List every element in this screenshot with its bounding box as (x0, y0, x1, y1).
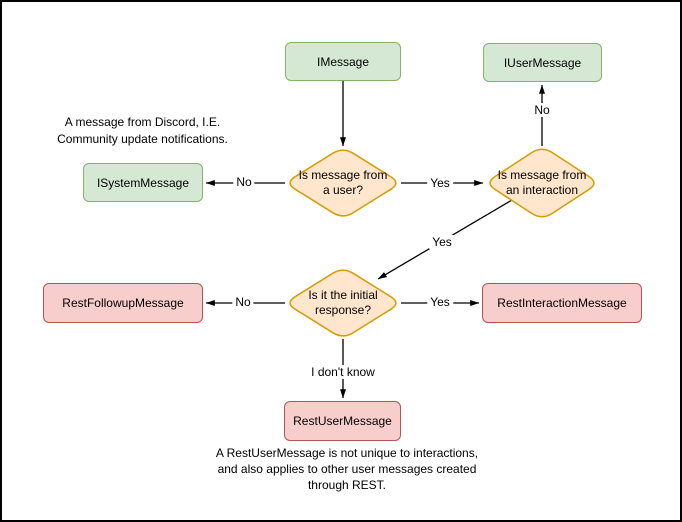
decision-diamond-is-interaction (489, 148, 595, 218)
node-restfollowupmessage-label: RestFollowupMessage (62, 296, 184, 310)
edge-label-initial-idk: I don't know (308, 365, 378, 379)
decision-is-user-label: Is message from a user? (298, 168, 388, 197)
node-iusermessage: IUserMessage (483, 43, 602, 82)
node-restusermessage-label: RestUserMessage (293, 414, 392, 428)
decision-initial-response-label: Is it the initial response? (308, 288, 378, 317)
node-restinteractionmessage: RestInteractionMessage (482, 283, 642, 323)
edge-label-is-interaction-no: No (531, 103, 553, 117)
decision-is-interaction-label: Is message from an interaction (497, 168, 587, 197)
node-restfollowupmessage: RestFollowupMessage (43, 283, 203, 323)
decision-diamond-initial-response (289, 269, 397, 337)
edge-label-is-user-no: No (233, 175, 255, 189)
node-iusermessage-label: IUserMessage (503, 55, 582, 70)
node-isystemmessage: ISystemMessage (83, 163, 203, 202)
note-system-message: A message from Discord, I.E. Community u… (57, 115, 228, 146)
edge-label-initial-no: No (232, 295, 254, 309)
node-restusermessage: RestUserMessage (284, 401, 401, 441)
note-rest-user-message: A RestUserMessage is not unique to inter… (215, 446, 479, 492)
edge-label-is-user-yes: Yes (427, 176, 453, 190)
node-imessage: IMessage (285, 42, 401, 81)
edge-label-is-interaction-yes: Yes (429, 235, 455, 249)
node-isystemmessage-label: ISystemMessage (96, 175, 190, 190)
decision-diamond-is-user (289, 149, 397, 217)
node-restinteractionmessage-label: RestInteractionMessage (497, 296, 627, 310)
edge-label-initial-yes: Yes (427, 295, 453, 309)
node-imessage-label: IMessage (316, 54, 370, 69)
